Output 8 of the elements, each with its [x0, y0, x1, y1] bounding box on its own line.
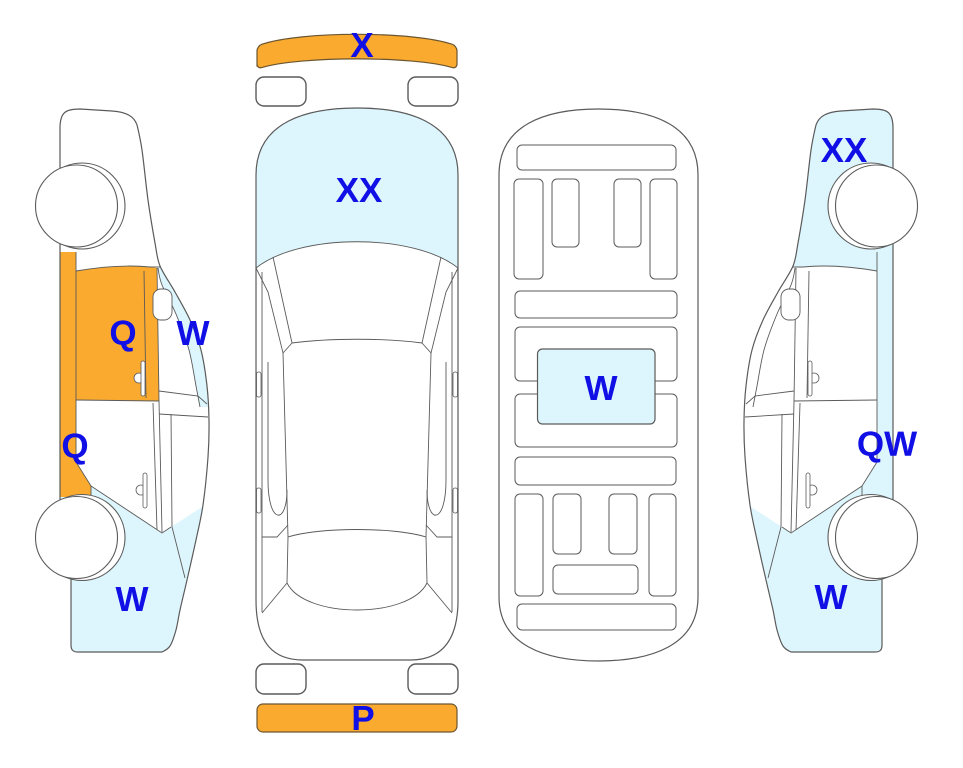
damage-code: Q — [110, 320, 136, 352]
damage-code: P — [354, 706, 374, 730]
damage-code: W — [814, 584, 848, 610]
damage-code: W — [584, 376, 618, 400]
damage-code: X — [350, 32, 374, 58]
damage-code: W — [116, 586, 148, 612]
damage-code: XX — [336, 178, 382, 202]
damage-code: XX — [820, 138, 868, 162]
